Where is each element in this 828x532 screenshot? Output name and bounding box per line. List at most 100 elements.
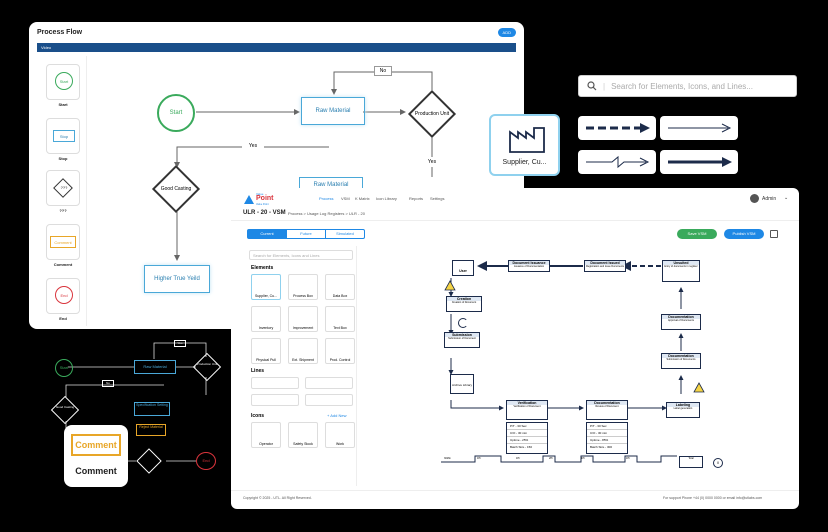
bold-arrow-line[interactable] <box>660 150 738 174</box>
element-prod-control[interactable] <box>325 338 355 364</box>
raw-material-node[interactable]: Raw Material <box>301 97 365 125</box>
data-row: Uptime - 85% <box>587 437 627 444</box>
timeline-mark: 30Min <box>444 457 451 460</box>
element-physical-pull[interactable] <box>251 338 281 364</box>
unsuited-title: Unsuited <box>663 261 699 265</box>
line-electronic[interactable] <box>251 394 299 406</box>
documentation-node-2[interactable]: Documentation Submission of Documents <box>661 353 701 369</box>
data-row: P/T - 30 Sec <box>587 423 627 430</box>
comment-card[interactable]: Comment Comment <box>64 425 128 487</box>
nav-process[interactable]: Process <box>319 196 334 201</box>
element-improvement[interactable] <box>288 306 318 332</box>
verification-title: Verification <box>507 401 547 405</box>
line-dashed[interactable] <box>251 377 299 389</box>
start-node[interactable]: Start <box>157 94 195 132</box>
section-elements: Elements <box>251 265 274 271</box>
line-thin[interactable] <box>305 377 353 389</box>
palette-comment[interactable]: Comment <box>46 224 80 260</box>
thin-arrow-line[interactable] <box>660 116 738 140</box>
archive-node[interactable]: Archive Library <box>450 374 474 394</box>
doc-issuance-sub: issuance of Documentation <box>513 265 545 268</box>
line-bold[interactable] <box>305 394 353 406</box>
palette-label: Start <box>58 102 68 107</box>
doc-issuance-node[interactable]: Document Issuance issuance of Documentat… <box>508 260 550 272</box>
tab-simulated[interactable]: Simulated <box>325 230 364 238</box>
element-label: Data Box <box>332 294 348 298</box>
submission-sub: Submission of Document <box>448 337 476 340</box>
thin-arrow-icon <box>668 123 732 133</box>
yes-label: Yes <box>422 157 442 167</box>
palette-end[interactable]: End <box>46 278 80 314</box>
timeline-mark: 2Hr <box>549 457 554 460</box>
search-input[interactable]: | Search for Elements, Icons, and Lines.… <box>578 75 797 97</box>
mini-raw-node: Raw Material <box>134 360 176 374</box>
export-icon[interactable] <box>770 230 778 238</box>
add-button[interactable]: ADD <box>497 28 516 37</box>
element-label: Physical Pull <box>256 358 276 362</box>
electronic-arrow-line[interactable] <box>578 150 656 174</box>
warning-icon <box>444 280 456 291</box>
timeline-total: Total <box>679 456 703 468</box>
tab-future[interactable]: Future <box>286 230 325 238</box>
element-label: Ext. Shipment <box>292 358 314 362</box>
palette-stop[interactable]: Stop <box>46 118 80 154</box>
yes-label: Yes <box>242 141 264 151</box>
palette-decision[interactable]: ??? <box>46 170 80 206</box>
unsuited-sub: Entry of documents in register <box>664 265 698 268</box>
data-row: Uptime - 25% <box>507 437 547 444</box>
element-text-box[interactable] <box>325 306 355 332</box>
mini-start-node: Start <box>55 359 73 377</box>
element-process-box[interactable] <box>288 274 318 300</box>
pause-icon[interactable]: ‖ <box>713 458 723 468</box>
timeline-mark: 1Hr <box>477 457 482 460</box>
creation-node[interactable]: Creation Creation of Document <box>446 296 482 312</box>
publish-vsm-button[interactable]: Publish VSM <box>724 229 764 239</box>
sidebar-search-input[interactable]: Search for Elements, Icons and Lines <box>249 250 353 260</box>
palette-start[interactable]: Start <box>46 64 80 100</box>
documentation-node-3[interactable]: Documentation Review of Document <box>586 400 628 420</box>
save-vsm-button[interactable]: Save VSM <box>677 229 717 239</box>
tab-current[interactable]: Current <box>248 230 286 238</box>
vsm-canvas[interactable] <box>371 246 791 476</box>
brand-logo: Value Point Value Point <box>243 192 274 206</box>
user-node[interactable]: User <box>452 260 474 276</box>
documentation-sub: Submission of Documents <box>666 358 696 361</box>
nav-k-matrix[interactable]: K Matrix <box>355 196 370 201</box>
element-label: Process Box <box>293 294 313 298</box>
unsuited-node[interactable]: Unsuited Entry of documents in register <box>662 260 700 282</box>
icon-work[interactable] <box>325 422 355 448</box>
submission-node[interactable]: Submission Submission of Document <box>444 332 480 348</box>
icon-operator[interactable] <box>251 422 281 448</box>
nav-settings[interactable]: Settings <box>430 196 445 201</box>
end-shape: End <box>55 286 73 304</box>
documentation-sub: Approval of Documents <box>668 319 694 322</box>
user-name[interactable]: Admin <box>762 196 777 202</box>
tab-group: Current Future Simulated <box>247 229 365 239</box>
nav-reports[interactable]: Reports <box>409 196 424 201</box>
nav-icon-library[interactable]: Icon Library <box>376 196 397 201</box>
avatar[interactable] <box>750 194 759 203</box>
mini-reject-node: Reject Material <box>136 424 166 436</box>
element-inventory[interactable] <box>251 306 281 332</box>
good-casting-label: Good Casting <box>160 186 192 192</box>
element-supplier[interactable] <box>251 274 281 300</box>
doc-issued-node[interactable]: Document Issued Registration and issue D… <box>584 260 626 272</box>
no-label: No <box>374 66 392 76</box>
palette-label: Stop <box>58 156 68 161</box>
dashed-arrow-line[interactable] <box>578 116 656 140</box>
labeling-node[interactable]: Labeling Label generation <box>666 402 700 418</box>
icon-safety-stock[interactable] <box>288 422 318 448</box>
higher-true-yeild-node[interactable]: Higher True Yeild <box>144 265 210 293</box>
nav-vsm[interactable]: VSM <box>341 196 350 201</box>
add-new-link[interactable]: + Add New <box>327 413 347 418</box>
footer-copyright: Copyright © 2025 - UTL. All Right Reserv… <box>243 496 312 500</box>
element-data-box[interactable] <box>325 274 355 300</box>
verification-sub: Verification of Document <box>513 405 541 408</box>
chevron-down-icon[interactable]: ⌄ <box>784 195 789 201</box>
bold-arrow-icon <box>668 157 732 167</box>
documentation-node-1[interactable]: Documentation Approval of Documents <box>661 314 701 330</box>
supplier-card[interactable]: Supplier, Cu... <box>489 114 560 176</box>
verification-node[interactable]: Verification Verification of Document <box>506 400 548 420</box>
element-ext-shipment[interactable] <box>288 338 318 364</box>
element-label: Improvement <box>292 326 314 330</box>
